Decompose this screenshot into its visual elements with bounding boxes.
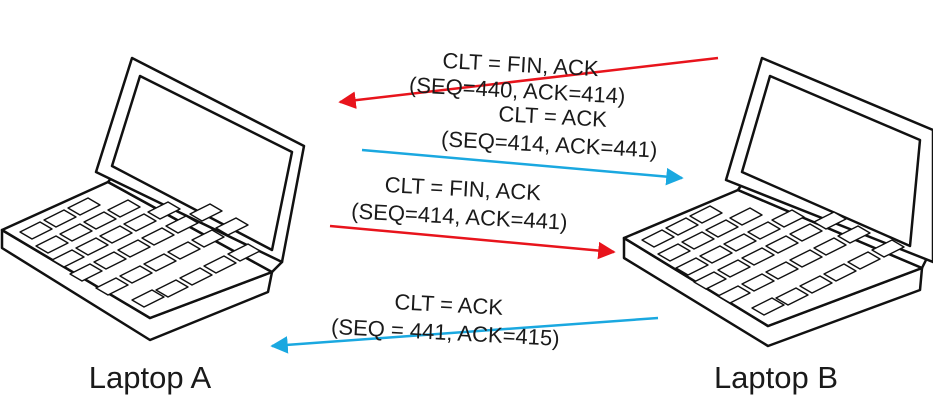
laptop-b-label: Laptop B xyxy=(714,360,838,395)
laptop-a-screen xyxy=(110,74,294,252)
message-2-arrow xyxy=(361,148,684,186)
message-4-numbers: (SEQ = 441, ACK=415) xyxy=(330,314,560,351)
message-2-numbers: (SEQ=414, ACK=441) xyxy=(441,126,658,162)
message-4-flag: CLT = ACK xyxy=(394,289,504,320)
laptop-b-screen xyxy=(740,74,922,248)
message-1-arrow xyxy=(338,56,719,109)
message-2-flag: CLT = ACK xyxy=(498,101,608,132)
message-3-flag: CLT = FIN, ACK xyxy=(384,172,542,205)
message-4-arrow xyxy=(270,316,659,354)
laptop-b-icon xyxy=(622,56,933,348)
laptop-a-label: Laptop A xyxy=(89,360,212,395)
laptop-a-icon xyxy=(0,56,306,342)
message-3-arrow xyxy=(329,224,616,260)
